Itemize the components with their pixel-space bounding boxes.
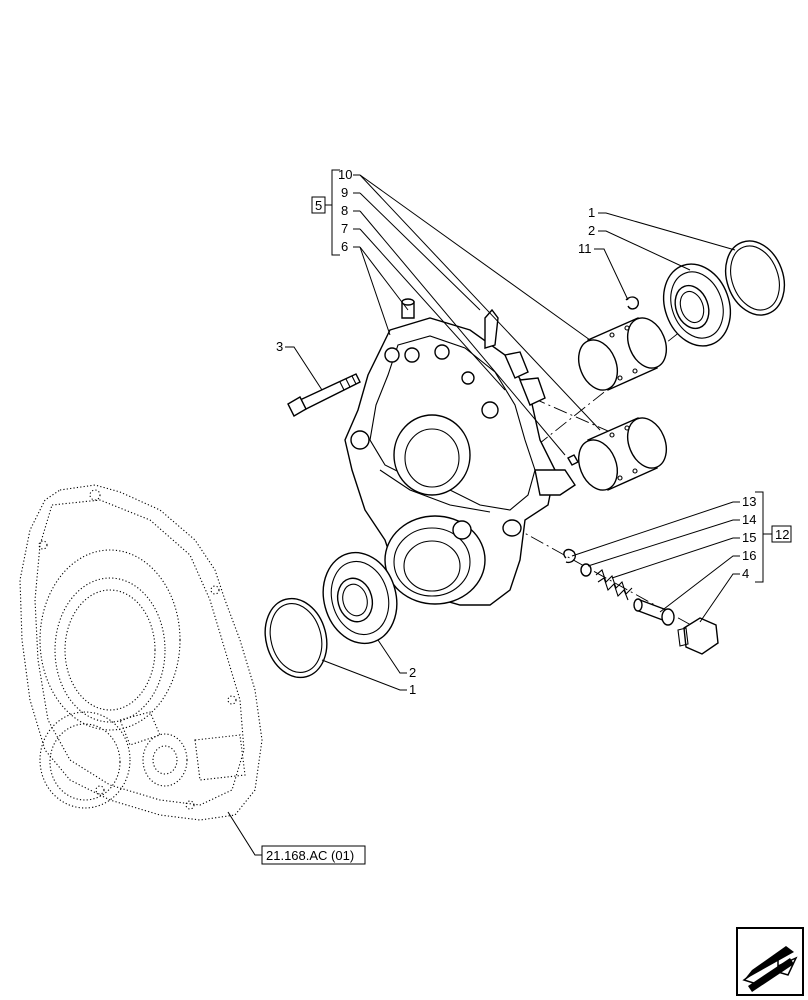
callout-2-bottom: 2 [409,665,416,680]
previous-page-arrow-icon[interactable] [736,927,804,996]
gear-housing-cover [344,308,576,606]
callout-11: 11 [578,241,592,256]
callout-5-box [311,196,326,214]
upper-bushing [577,317,668,391]
dowel-pin [401,298,415,319]
callout-12: 12 [775,527,789,542]
callout-4: 4 [742,566,749,581]
callout-1-bottom: 1 [409,682,416,697]
bolt [287,373,361,417]
callout-13: 13 [742,494,756,509]
spring-15 [595,569,633,601]
circlip-13 [563,548,576,564]
washer-14 [580,563,592,577]
circlip-11 [625,296,639,310]
lower-snap-ring [264,597,328,679]
lower-bearing [322,551,398,645]
callout-9: 9 [341,185,348,200]
callout-1-top: 1 [588,205,595,220]
callout-8: 8 [341,203,348,218]
ghost-housing [19,484,263,821]
valve-piston-16 [633,598,675,626]
lower-bushing [577,417,668,491]
reference-box[interactable] [261,845,366,865]
callout-14: 14 [742,512,756,527]
callout-16: 16 [742,548,756,563]
callout-6: 6 [341,239,348,254]
callout-10: 10 [338,167,352,182]
upper-bearing [662,263,732,347]
small-pin [567,454,579,466]
callout-5: 5 [315,198,322,213]
callout-15: 15 [742,530,756,545]
leader-lines [227,169,772,856]
callout-12-box [771,525,792,543]
callout-labels: 10 9 8 7 6 5 3 1 2 11 13 14 15 16 4 12 2… [261,167,792,865]
upper-snap-ring [724,240,786,316]
reference-label[interactable]: 21.168.AC (01) [266,848,354,863]
plug-4 [677,617,719,655]
callout-3: 3 [276,339,283,354]
callout-2-top: 2 [588,223,595,238]
callout-7: 7 [341,221,348,236]
